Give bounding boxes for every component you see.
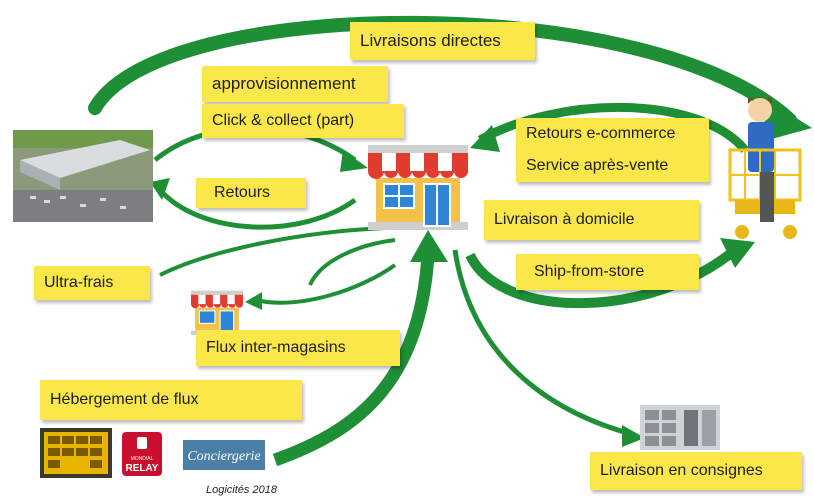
arrow-hebergement-flux: [272, 230, 448, 467]
label-retours: Retours: [196, 178, 306, 208]
label-livraisons-directes: Livraisons directes: [350, 22, 535, 60]
svg-text:RELAY: RELAY: [126, 463, 159, 474]
arrow-retours: [150, 178, 357, 230]
arrow-ultra-frais: [159, 226, 386, 277]
arrow-flux-inter-magasins: [245, 238, 397, 310]
mondial-relay-logo: MONDIAL RELAY: [122, 432, 162, 476]
label-livraison-consignes: Livraison en consignes: [590, 452, 802, 490]
customer-cart-icon: [728, 97, 802, 239]
label-flux-inter-magasins: Flux inter-magasins: [196, 330, 400, 366]
hebergement-photo: [40, 428, 112, 478]
store-icon: [368, 145, 468, 230]
svg-text:Conciergerie: Conciergerie: [187, 449, 260, 464]
arrow-retours-ecommerce: [470, 103, 749, 153]
conciergerie-logo: Conciergerie: [183, 440, 265, 470]
svg-text:MONDIAL: MONDIAL: [131, 456, 154, 462]
locker-photo: [640, 405, 720, 450]
label-retours-ecommerce: Retours e-commerce: [516, 118, 709, 150]
label-hebergement-flux: Hébergement de flux: [40, 380, 302, 420]
small-store-icon: [191, 290, 243, 335]
label-livraison-domicile: Livraison à domicile: [484, 200, 699, 240]
footer-caption: Logicités 2018: [206, 484, 277, 496]
arrow-livraison-consignes: [452, 249, 645, 447]
label-click-collect: Click & collect (part): [202, 104, 404, 138]
label-approvisionnement: approvisionnement: [202, 66, 388, 102]
warehouse-photo: [13, 130, 153, 222]
label-ship-from-store: Ship-from-store: [516, 254, 699, 290]
label-ultra-frais: Ultra-frais: [34, 266, 150, 300]
label-service-apres-vente: Service après-vente: [516, 150, 709, 182]
